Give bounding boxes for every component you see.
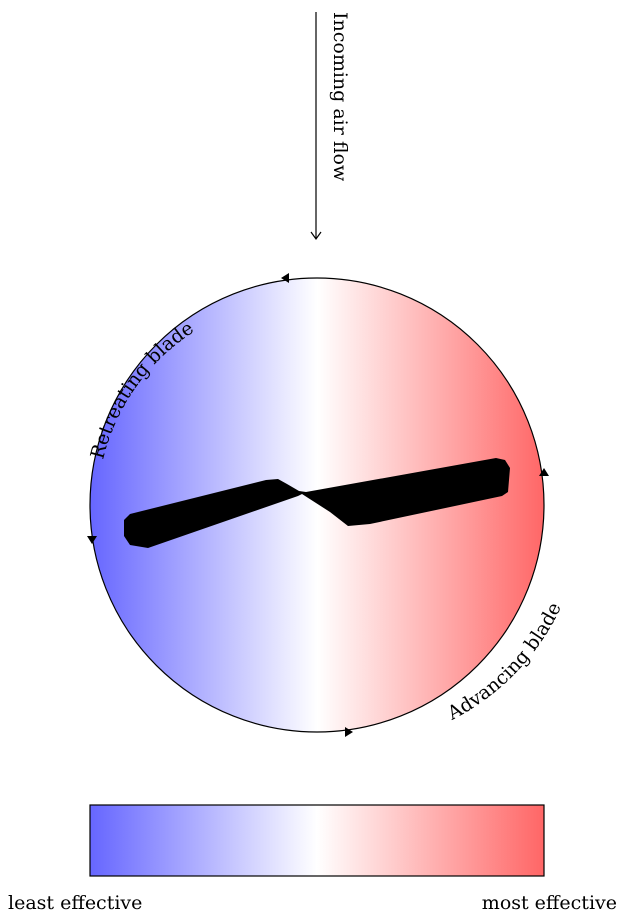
effectiveness-legend-bar xyxy=(90,805,544,876)
legend-high-label: most effective xyxy=(482,892,617,914)
legend-low-label: least effective xyxy=(8,892,142,914)
airflow-label: Incoming air flow xyxy=(329,12,351,182)
airflow-arrow xyxy=(311,12,321,239)
